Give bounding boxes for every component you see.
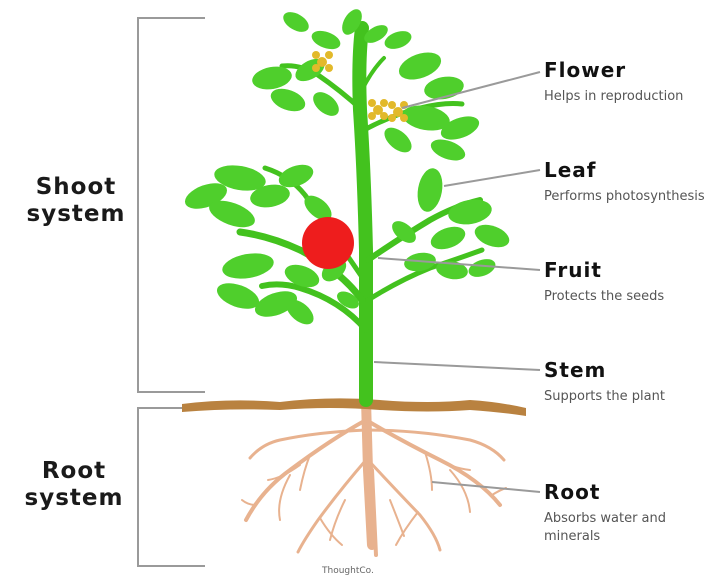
watermark-text: ThoughtCo.	[322, 566, 374, 576]
flower-2	[368, 99, 388, 120]
soil-line	[182, 398, 526, 416]
stem-label: Stem	[544, 358, 606, 382]
stem-description: Supports the plant	[544, 388, 711, 406]
root-description: Absorbs water and minerals	[544, 510, 711, 546]
flower-description: Helps in reproduction	[544, 88, 711, 106]
fruit-description: Protects the seeds	[544, 288, 711, 306]
fruit-label: Fruit	[544, 258, 602, 282]
root-system	[242, 400, 506, 555]
root-system-label: Root system	[10, 458, 138, 512]
fruit-tomato	[302, 217, 354, 269]
root-system-bracket	[138, 408, 205, 566]
leaf-description: Performs photosynthesis	[544, 188, 711, 206]
stem-leader-line	[374, 362, 540, 370]
leaf-leader-line	[444, 170, 540, 186]
leaf-label: Leaf	[544, 158, 597, 182]
root-label: Root	[544, 480, 600, 504]
shoot-system-label: Shoot system	[14, 174, 138, 228]
flower-label: Flower	[544, 58, 626, 82]
